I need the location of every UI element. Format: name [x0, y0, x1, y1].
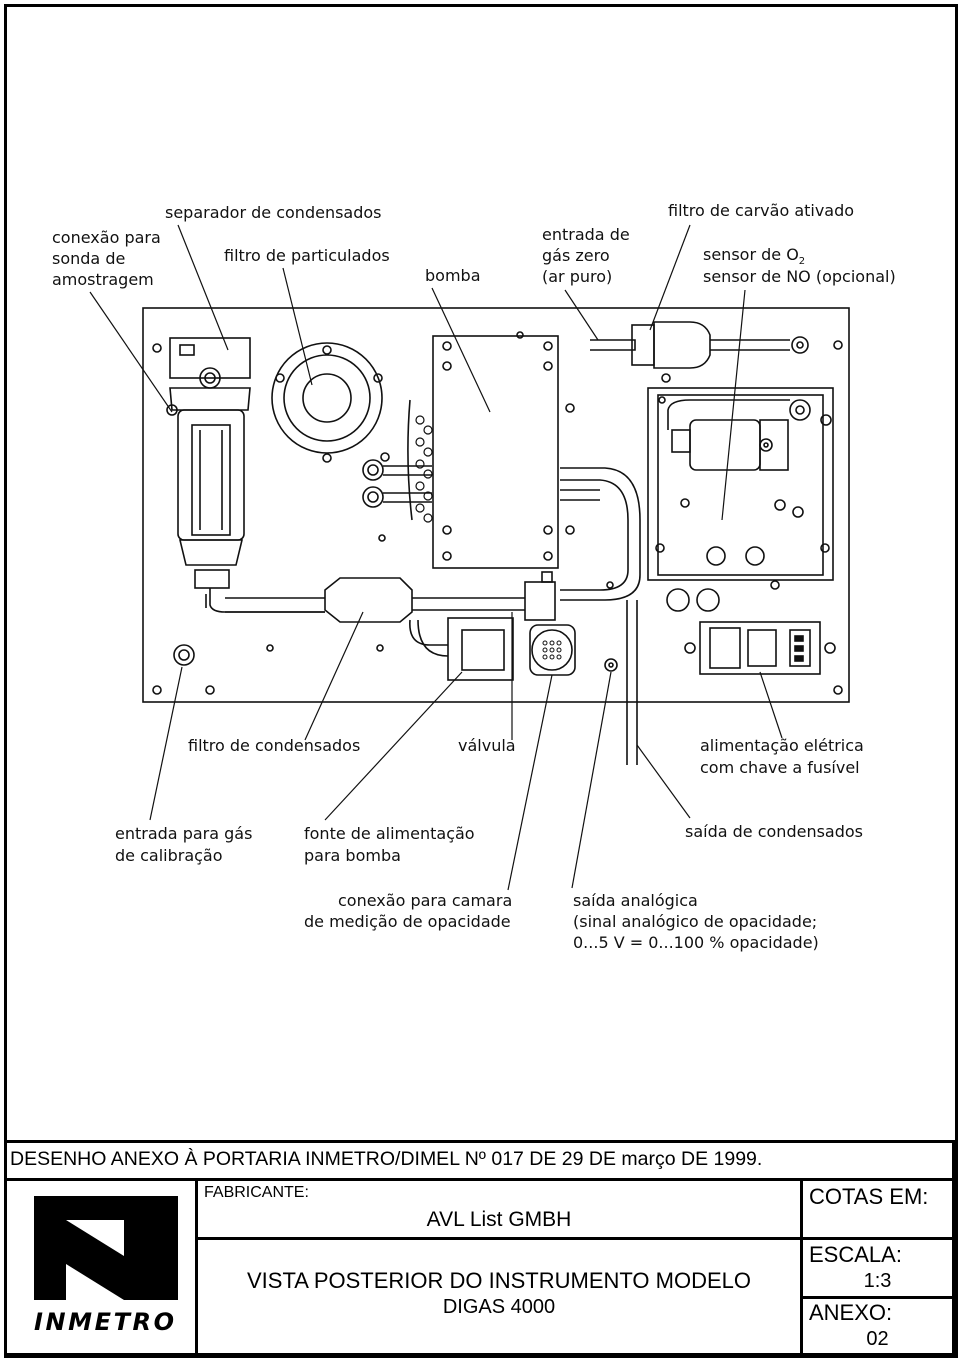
label-conexao-camara-1: conexão para camara — [338, 891, 512, 910]
condensate-filter — [324, 577, 413, 623]
rear-view-diagram: conexão para sonda de amostragem separad… — [52, 201, 896, 952]
cotas-label: COTAS EM: — [809, 1184, 929, 1209]
title-block-header: DESENHO ANEXO À PORTARIA INMETRO/DIMEL N… — [10, 1148, 763, 1170]
inmetro-logo: INMETRO — [34, 1196, 178, 1336]
label-entrada-calibracao-2: de calibração — [115, 846, 223, 865]
description-line-2: DIGAS 4000 — [442, 1296, 556, 1318]
anexo-cell — [800, 1296, 955, 1356]
sensor-box — [647, 387, 834, 581]
instrument-panel — [142, 307, 850, 703]
label-entrada-calibracao-1: entrada para gás — [115, 824, 252, 843]
anexo-label: ANEXO: — [809, 1300, 893, 1325]
label-alimentacao-2: com chave a fusível — [700, 758, 860, 777]
opacity-chamber-connector — [531, 629, 573, 671]
particulate-filter — [271, 342, 383, 454]
calibration-gas-inlet — [173, 644, 195, 666]
label-sensor-o2-sub: 2 — [799, 256, 805, 267]
label-conexao-camara-2: de medição de opacidade — [304, 912, 511, 931]
label-valvula: válvula — [458, 736, 516, 755]
label-fonte-alimentacao-2: para bomba — [304, 846, 401, 865]
escala-label: ESCALA: — [809, 1242, 902, 1267]
label-saida-condensados: saída de condensados — [685, 822, 863, 841]
label-saida-analogica-1: saída analógica — [573, 891, 698, 910]
label-sensor-o2: sensor de O2 — [703, 245, 805, 267]
condensate-filter-bowl — [177, 409, 245, 541]
escala-value: 1:3 — [863, 1270, 892, 1292]
fabricante-label: FABRICANTE: — [204, 1184, 309, 1201]
anexo-value: 02 — [866, 1328, 889, 1350]
label-entrada-gas-zero-1: entrada de — [542, 225, 630, 244]
label-alimentacao-1: alimentação elétrica — [700, 736, 864, 755]
label-saida-analogica-3: 0...5 V = 0...100 % opacidade) — [573, 933, 819, 952]
label-conexao-sonda-1: conexão para — [52, 228, 161, 247]
label-conexao-sonda-2: sonda de — [52, 249, 125, 268]
label-sensor-no: sensor de NO (opcional) — [703, 267, 896, 286]
label-sensor-o2-text: sensor de O — [703, 245, 799, 264]
inmetro-logo-text: INMETRO — [34, 1308, 174, 1336]
valve — [447, 617, 514, 681]
label-saida-analogica-2: (sinal analógico de opacidade; — [573, 912, 817, 931]
label-filtro-carvao: filtro de carvão ativado — [668, 201, 854, 220]
o2-sensor — [689, 419, 761, 471]
power-inlet — [699, 621, 821, 675]
description-line-1: VISTA POSTERIOR DO INSTRUMENTO MODELO — [246, 1268, 752, 1293]
condensate-separator — [169, 337, 251, 379]
label-filtro-condensados: filtro de condensados — [188, 736, 360, 755]
label-entrada-gas-zero-2: gás zero — [542, 246, 610, 265]
label-separador: separador de condensados — [165, 203, 382, 222]
label-filtro-particulados: filtro de particulados — [224, 246, 390, 265]
label-entrada-gas-zero-3: (ar puro) — [542, 267, 612, 286]
label-fonte-alimentacao-1: fonte de alimentação — [304, 824, 475, 843]
pump — [432, 335, 559, 569]
label-conexao-sonda-3: amostragem — [52, 270, 154, 289]
label-bomba: bomba — [425, 266, 481, 285]
fabricante-value: AVL List GMBH — [426, 1208, 572, 1231]
drawing-frame — [4, 4, 958, 1358]
